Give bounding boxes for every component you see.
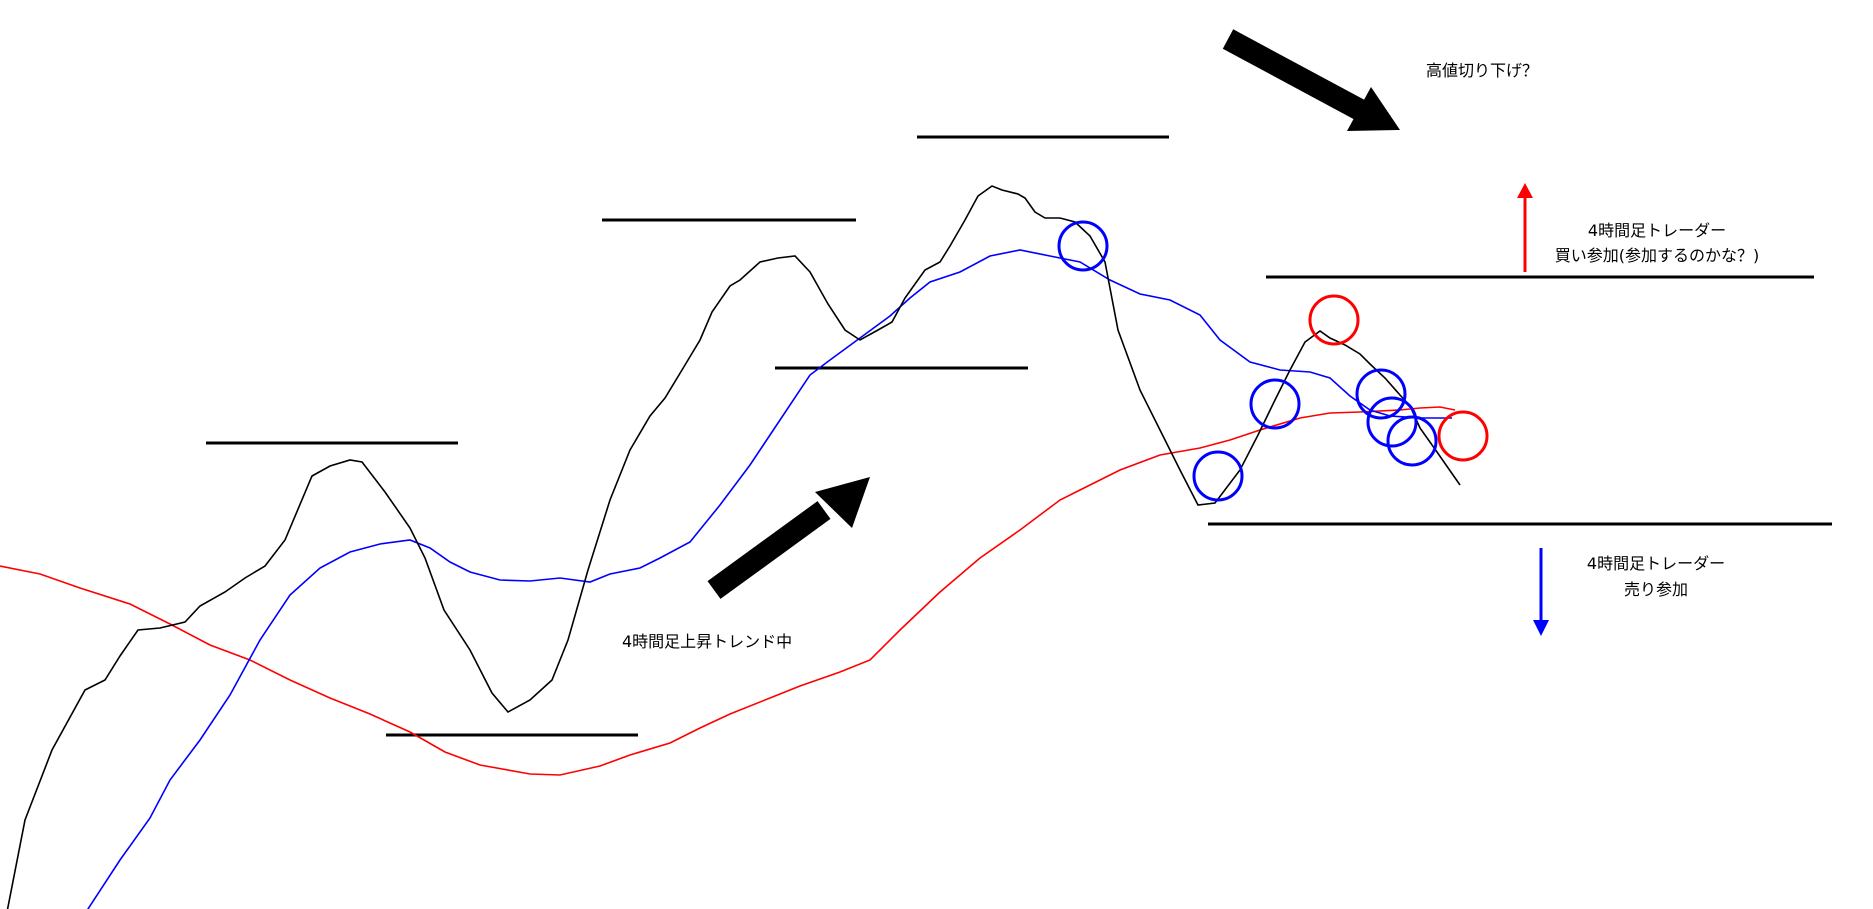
price-line xyxy=(6,185,1461,909)
sell-entry-circle xyxy=(1192,450,1244,502)
fast-moving-average xyxy=(87,249,1452,909)
buy-participation-label-line2: 買い参加(参加するのかな？) xyxy=(1555,246,1760,265)
arrow-up-icon xyxy=(1517,183,1533,272)
sell-entry-circle xyxy=(1249,378,1301,430)
arrow-down-icon xyxy=(1533,548,1549,636)
sell-entry-circle xyxy=(1355,368,1407,420)
up-right-arrow-icon xyxy=(707,477,870,599)
buy-entry-circle xyxy=(1437,410,1489,462)
buy-entry-markers xyxy=(1308,294,1489,462)
sell-entry-circle xyxy=(1366,396,1418,448)
price-levels xyxy=(206,135,1832,737)
sell-entry-circle xyxy=(1057,220,1109,272)
down-right-arrow-icon xyxy=(1222,29,1400,131)
sell-participation-label-line1: 4時間足トレーダー xyxy=(1587,554,1725,573)
uptrend-label: 4時間足上昇トレンド中 xyxy=(622,632,792,651)
buy-entry-circle xyxy=(1308,294,1360,346)
buy-participation-label-line1: 4時間足トレーダー xyxy=(1588,221,1726,240)
sell-entry-circle xyxy=(1386,415,1438,467)
lower-high-label: 高値切り下げ？ xyxy=(1426,61,1538,80)
sell-entry-markers xyxy=(1057,220,1438,502)
sell-participation-label-line2: 売り参加 xyxy=(1624,580,1688,599)
